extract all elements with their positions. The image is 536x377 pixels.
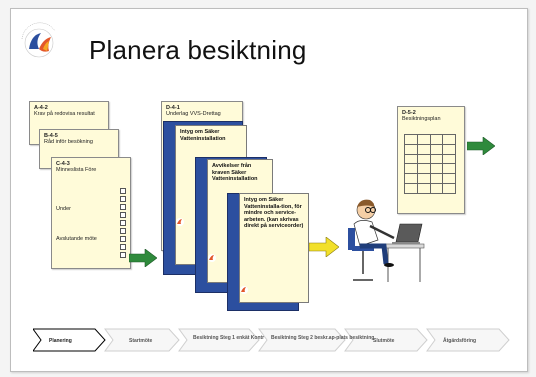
doc-code: D-4-1	[166, 105, 180, 111]
logo-icon	[208, 254, 216, 262]
doc-code: B-4-5	[44, 133, 58, 139]
doc-code: C-4-3	[56, 161, 70, 167]
step-besiktning-1	[178, 328, 260, 352]
checkbox-icon	[120, 188, 126, 194]
doc-after: Avslutande möte	[56, 236, 97, 242]
step-label: Slutmöte	[373, 338, 395, 344]
checkbox-icon	[120, 228, 126, 234]
step-label: Åtgärdsföring	[443, 337, 476, 344]
doc-text: Råd inför besökning	[44, 139, 93, 145]
card-intyg-2: Intyg om Säker Vatteninstalla-tion, för …	[239, 193, 309, 303]
doc-text: Besiktningsplan	[402, 116, 441, 122]
doc-under: Under	[56, 206, 71, 212]
step-label: Besiktning Steg 2 beskr.ap-plats besiktn…	[271, 335, 374, 341]
checkbox-icon	[120, 196, 126, 202]
step-startmote	[104, 328, 180, 352]
logo-icon	[176, 218, 184, 226]
checkbox-icon	[120, 236, 126, 242]
checkbox-icon	[120, 244, 126, 250]
slide: Planera besiktning A-4-2 Krav på redovis…	[10, 8, 528, 372]
logo-icon	[21, 22, 56, 58]
doc-text: Krav på redovisa resultat	[34, 111, 95, 117]
doc-text: Minneslista Före	[56, 167, 97, 173]
checkbox-icon	[120, 220, 126, 226]
logo-icon	[240, 286, 248, 294]
card-text: Avvikelser från kraven Säker Vatteninsta…	[212, 163, 258, 182]
doc-d-5-2: D-5-2 Besiktningsplan	[397, 106, 465, 214]
plan-table	[404, 134, 456, 194]
checkbox-icon	[120, 212, 126, 218]
doc-code: D-5-2	[402, 110, 416, 116]
doc-text: Underlag VVS-Drettag	[166, 111, 221, 117]
page-title: Planera besiktning	[89, 35, 307, 65]
doc-c-4-3: C-4-3 Minneslista Före Under Avslutande …	[51, 157, 131, 269]
step-planering	[33, 328, 106, 352]
step-slutmote	[344, 328, 428, 352]
step-besiktning-2	[258, 328, 346, 352]
doc-code: A-4-2	[34, 105, 48, 111]
checkbox-icon	[120, 204, 126, 210]
person-at-laptop-illustration	[348, 199, 425, 282]
arrow-right-icon	[129, 249, 157, 267]
card-text: Intyg om Säker Vatteninstalla-tion, för …	[244, 197, 304, 229]
step-label: Planering	[49, 338, 72, 344]
card-text: Intyg om Säker Vatteninstallation	[180, 129, 226, 142]
step-label: Startmöte	[129, 338, 153, 344]
step-atgardsforing	[426, 328, 510, 352]
checkbox-icon	[120, 252, 126, 258]
arrow-right-icon	[467, 137, 495, 155]
process-steps: Planering Startmöte Besiktning Steg 1 en…	[33, 328, 510, 352]
step-label: Besiktning Steg 1 enkät Kontr	[193, 335, 264, 341]
arrow-right-icon	[309, 237, 339, 257]
